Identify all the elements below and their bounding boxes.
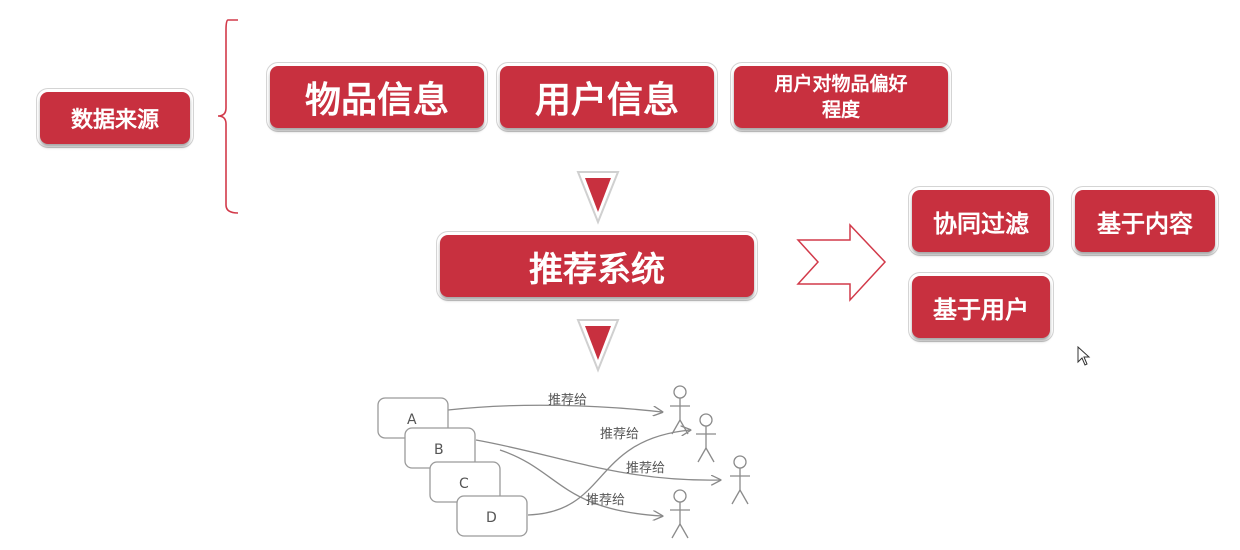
user-figure-icon: [696, 414, 716, 462]
item-label-b: B: [434, 442, 444, 458]
item-label-d: D: [486, 510, 497, 526]
edge-label: 推荐给: [548, 393, 587, 408]
edge-b: [476, 440, 720, 480]
edge-label: 推荐给: [600, 427, 639, 442]
item-label-c: C: [459, 476, 469, 492]
user-figure-icon: [670, 386, 690, 434]
edge-label: 推荐给: [626, 461, 665, 476]
user-figure-icon: [670, 490, 690, 538]
item-label-a: A: [407, 412, 417, 428]
mouse-cursor-icon: [1077, 346, 1093, 368]
edge-label: 推荐给: [586, 493, 625, 508]
user-figure-icon: [730, 456, 750, 504]
